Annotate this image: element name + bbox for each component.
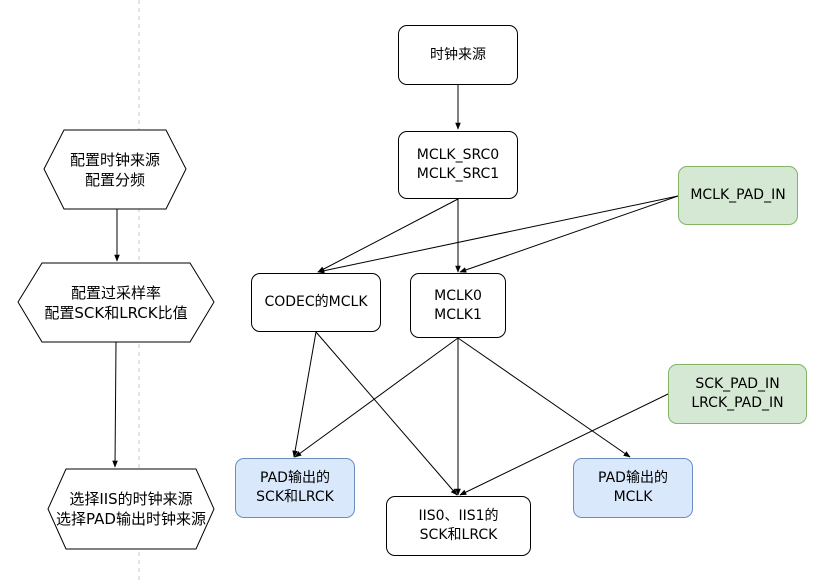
- node-mclk-pad-in: MCLK_PAD_IN: [678, 166, 798, 225]
- hex-step2: [17, 262, 215, 343]
- edge-mclk01-padmclk: [457, 337, 631, 458]
- edge-codec-iis: [315, 331, 458, 496]
- mclk-src-line1: MCLK_SRC0: [416, 147, 500, 163]
- iis-sck-lrck-line2: SCK和LRCK: [419, 527, 498, 543]
- step1-line2: 配置分频: [84, 170, 145, 189]
- edge-padin-mclk01: [459, 195, 679, 273]
- pad-out-sck-lrck-line2: SCK和LRCK: [256, 489, 334, 505]
- step1-line1: 配置时钟来源: [69, 150, 160, 169]
- lrck-pad-in-line: LRCK_PAD_IN: [691, 395, 784, 411]
- edge-codec-padout: [292, 331, 317, 458]
- node-iis-sck-lrck: IIS0、IIS1的 SCK和LRCK: [386, 496, 531, 556]
- node-pad-out-sck-lrck: PAD输出的 SCK和LRCK: [235, 458, 355, 518]
- edge-sckpadin-iis: [459, 393, 669, 496]
- node-clock-source: 时钟来源: [398, 25, 518, 85]
- step3-label: 选择IIS的时钟来源 选择PAD输出时钟来源: [48, 469, 214, 549]
- hex-step3: [47, 468, 215, 550]
- mclk01-line1: MCLK0: [434, 287, 482, 304]
- node-codec-mclk: CODEC的MCLK: [251, 273, 381, 332]
- hex-step1: [43, 129, 187, 210]
- arrow-step2-step3: [112, 341, 118, 468]
- step2-label: 配置过采样率 配置SCK和LRCK比值: [18, 263, 214, 342]
- iis-sck-lrck-line1: IIS0、IIS1的: [418, 508, 499, 524]
- step3-line2: 选择PAD输出时钟来源: [56, 510, 206, 528]
- edge-src-codec: [317, 198, 459, 273]
- mclk-src-line2: MCLK_SRC1: [416, 166, 500, 182]
- mclk-pad-in-label: MCLK_PAD_IN: [690, 187, 786, 203]
- codec-mclk-label: CODEC的MCLK: [264, 294, 368, 310]
- pad-out-mclk-line2: MCLK: [613, 489, 653, 505]
- mclk01-line2: MCLK1: [434, 306, 482, 323]
- node-mclk-src: MCLK_SRC0 MCLK_SRC1: [398, 131, 518, 199]
- step2-line1: 配置过采样率: [70, 283, 161, 302]
- step1-label: 配置时钟来源 配置分频: [44, 130, 186, 209]
- step3-line1: 选择IIS的时钟来源: [69, 490, 193, 508]
- sck-pad-in-line: SCK_PAD_IN: [695, 376, 780, 392]
- node-mclk01: MCLK0 MCLK1: [410, 273, 506, 338]
- pad-out-mclk-line1: PAD输出的: [598, 470, 668, 486]
- clock-source-label: 时钟来源: [430, 46, 486, 63]
- pad-out-sck-lrck-line1: PAD输出的: [260, 470, 330, 486]
- edge-padin-codec: [317, 195, 679, 274]
- step2-line2: 配置SCK和LRCK比值: [44, 303, 188, 322]
- edge-mclk01-padout: [294, 337, 459, 458]
- node-pad-out-mclk: PAD输出的 MCLK: [573, 458, 693, 518]
- node-sck-lrck-pad-in: SCK_PAD_IN LRCK_PAD_IN: [668, 364, 807, 424]
